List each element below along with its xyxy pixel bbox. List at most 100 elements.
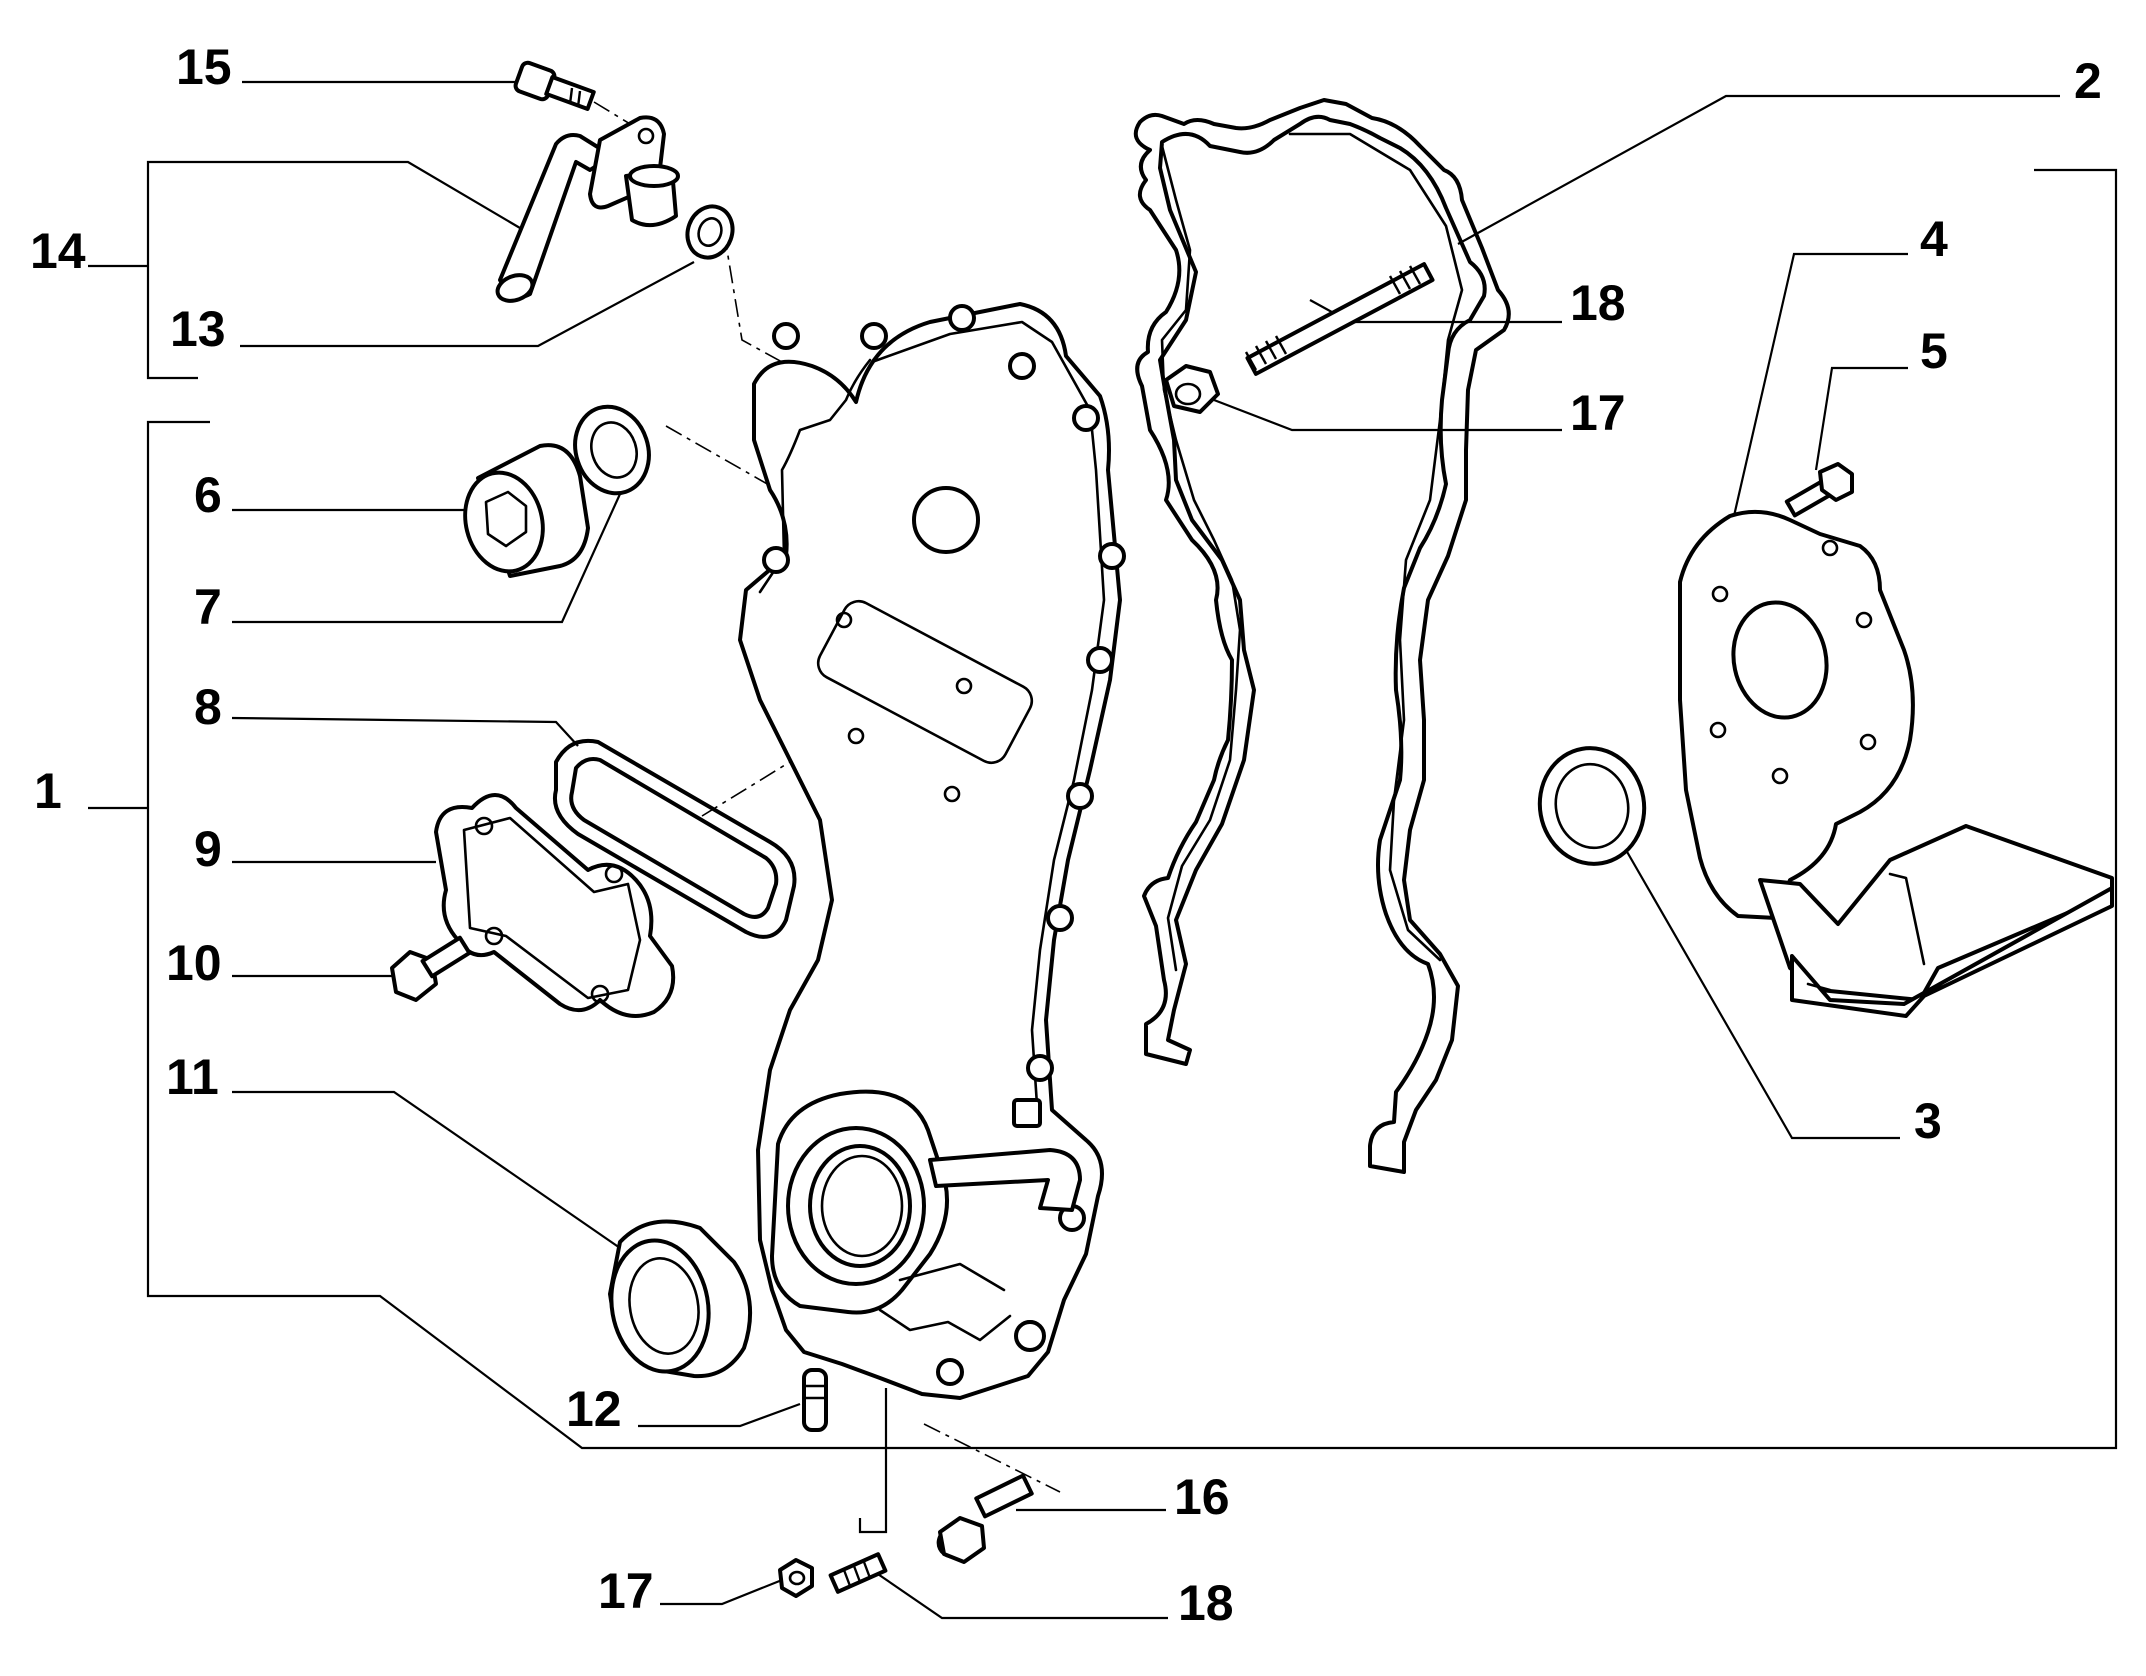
leader-13 [240, 261, 695, 348]
timing-cover-1-crank-bore [808, 1144, 912, 1268]
cover-plate-9-hole [604, 864, 624, 884]
leader-lines [88, 80, 2118, 1620]
washer-13-outer [685, 204, 735, 260]
pipe-14 [495, 115, 680, 303]
leader-8 [231, 716, 579, 747]
dowel-12 [802, 1368, 828, 1432]
cover-boss [1066, 782, 1094, 810]
leader-17-bottom [660, 1578, 783, 1606]
bolt-10 [390, 935, 472, 1002]
cover-boss [1098, 542, 1126, 570]
pump-body-4-bore [1731, 600, 1829, 720]
pipe-14-spigot-end [628, 164, 680, 188]
timing-cover-1-hole [955, 677, 973, 695]
leader-18-bottom [871, 1569, 1168, 1620]
bolt-15 [513, 60, 596, 111]
gasket-2 [1133, 98, 1511, 1174]
cover-boss [1072, 404, 1100, 432]
timing-cover-1-window [816, 599, 1034, 765]
stud-18-top [1244, 262, 1435, 376]
plug-6-hex-socket [484, 490, 528, 548]
nut-17-top-hex [1164, 364, 1220, 414]
oil-seal-11-bore [628, 1257, 700, 1355]
stud-thread [1408, 265, 1422, 285]
leader-2 [1457, 94, 2060, 245]
cover-boss [936, 1358, 964, 1386]
callout-10: 10 [166, 935, 222, 991]
callout-11: 11 [166, 1049, 219, 1105]
pump-body-4-hole [1859, 733, 1877, 751]
cover-boss [1086, 646, 1114, 674]
seal-7 [573, 404, 651, 496]
callout-3: 3 [1914, 1093, 1942, 1149]
dowel-12-body [802, 1368, 828, 1432]
pump-body-4-hole [1709, 721, 1727, 739]
bolt-15-thread [576, 90, 582, 108]
cover-boss [772, 322, 800, 350]
gasket-8 [553, 739, 797, 939]
leader-17-top [1213, 398, 1562, 432]
washer-13-inner [697, 217, 723, 247]
callout-7: 7 [194, 579, 222, 635]
timing-cover-1-upper-bulge [758, 358, 872, 594]
stud-thread [862, 1561, 872, 1579]
pipe-14-flange-hole [637, 127, 655, 145]
leader-11 [232, 1090, 621, 1249]
bolt-15-shank [544, 75, 596, 111]
pump-body-4-hole [1771, 767, 1789, 785]
callout-18-bottom: 18 [1178, 1575, 1234, 1631]
seal-7-inner [590, 421, 638, 479]
cover-boss [1046, 904, 1074, 932]
cover-plate-9 [434, 793, 676, 1018]
bolt-5 [1784, 462, 1854, 518]
cover-plate-9-outline [434, 793, 676, 1018]
callout-9: 9 [194, 821, 222, 877]
bolt-10-shank [420, 935, 472, 979]
pump-body-4-hole [1821, 539, 1839, 557]
callout-13: 13 [170, 301, 226, 357]
bracket-1 [146, 168, 2118, 1450]
callout-17-bottom: 17 [598, 1563, 654, 1619]
callout-2: 2 [2074, 53, 2102, 109]
leader-3 [1625, 849, 1900, 1140]
leader-5 [1814, 366, 1908, 471]
timing-cover-1-pressure-switch [1014, 1320, 1046, 1352]
pump-body-4-hole [1855, 611, 1873, 629]
callout-6: 6 [194, 467, 222, 523]
bolt-16-head [938, 1516, 986, 1564]
seal-3 [1537, 746, 1647, 866]
cover-plate-9-hole [474, 816, 494, 836]
timing-cover-1-hole [847, 727, 865, 745]
bolt-15-thread [568, 87, 574, 105]
timing-cover-1-upper-bore [912, 486, 980, 554]
stud-thread [1264, 340, 1278, 360]
stud-18-bottom [828, 1552, 888, 1594]
timing-cover-1-lower-ribs [878, 1262, 1012, 1342]
washer-13 [685, 204, 735, 260]
callout-16: 16 [1174, 1469, 1230, 1525]
gasket-8-outer [553, 739, 797, 939]
callout-1: 1 [34, 763, 62, 819]
cover-boss [948, 304, 976, 332]
cover-boss [1026, 1054, 1054, 1082]
stud-thread [852, 1565, 862, 1583]
callout-18-top: 18 [1570, 275, 1626, 331]
callout-12: 12 [566, 1381, 622, 1437]
pump-body-4-strainer [1790, 886, 2114, 1018]
stud-18-top-threads [1244, 265, 1422, 371]
bracket-14 [146, 160, 198, 380]
cover-boss [762, 546, 790, 574]
stud-thread [1244, 351, 1258, 371]
leader-14-part [198, 160, 521, 229]
align-13 [723, 231, 783, 363]
timing-cover-1 [738, 302, 1126, 1400]
nut-17-bottom-bore [788, 1570, 806, 1586]
cover-boss [1008, 352, 1036, 380]
plug-6 [463, 443, 590, 578]
seal-3-outer [1537, 746, 1647, 866]
pump-body-4 [1678, 509, 2114, 1018]
leader-7 [232, 493, 622, 624]
stud-thread [842, 1569, 852, 1587]
oil-seal-11 [608, 1219, 753, 1379]
